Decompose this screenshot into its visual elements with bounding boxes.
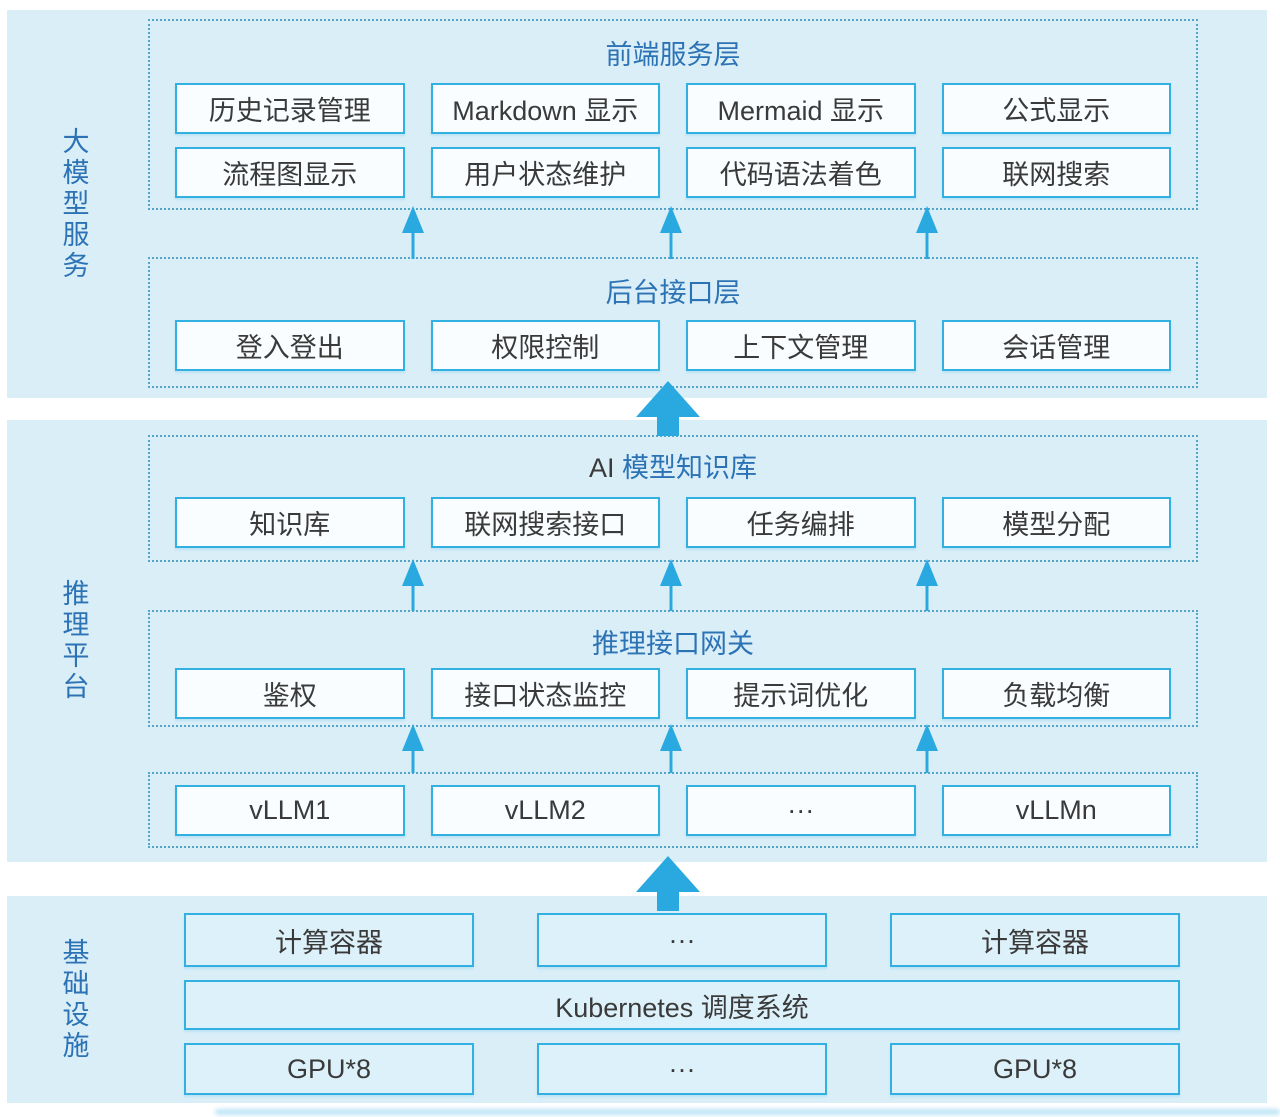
diagram-node-load-balancing: 负载均衡: [941, 668, 1171, 719]
section-label-llm-service: 大模型服务: [58, 126, 89, 282]
diagram-node-compute-ellipsis: ···: [537, 913, 827, 967]
up-arrow-icon: [401, 559, 425, 611]
node-row: Kubernetes 调度系统: [184, 980, 1180, 1030]
layer-title-text: 模型知识库: [622, 453, 757, 483]
layer-title-frontend: 前端服务层: [605, 40, 741, 70]
diagram-node-context-management: 上下文管理: [686, 320, 916, 371]
diagram-node-api-status-monitor: 接口状态监控: [430, 668, 660, 719]
diagram-node-web-search-api: 联网搜索接口: [430, 497, 660, 548]
diagram-node-session-management: 会话管理: [941, 320, 1171, 371]
node-row: 登入登出 权限控制 上下文管理 会话管理: [150, 320, 1196, 371]
layer-title-prefix: AI: [588, 453, 622, 483]
node-row: 鉴权 接口状态监控 提示词优化 负载均衡: [150, 668, 1196, 719]
diagram-node-authentication: 鉴权: [175, 668, 405, 719]
layer-title-knowledge: AI 模型知识库: [150, 447, 1196, 489]
big-up-arrow-icon: [636, 856, 700, 911]
diagram-node-vllm2: vLLM2: [430, 785, 660, 836]
node-row: 计算容器 ··· 计算容器: [184, 913, 1180, 967]
node-row: 流程图显示 用户状态维护 代码语法着色 联网搜索: [150, 147, 1196, 198]
up-arrow-icon: [915, 724, 939, 773]
diagram-node-history-management: 历史记录管理: [175, 83, 405, 134]
up-arrow-icon: [915, 206, 939, 259]
diagram-node-markdown-display: Markdown 显示: [430, 83, 660, 134]
diagram-node-permission-control: 权限控制: [430, 320, 660, 371]
diagram-node-task-orchestration: 任务编排: [686, 497, 916, 548]
up-arrow-icon: [401, 206, 425, 259]
layer-backend-api: 后台接口层 登入登出 权限控制 上下文管理 会话管理: [148, 257, 1198, 388]
diagram-node-model-allocation: 模型分配: [941, 497, 1171, 548]
section-infrastructure: 基础设施 计算容器 ··· 计算容器 Kubernetes 调度系统 GPU*8…: [7, 896, 1267, 1103]
diagram-node-prompt-optimization: 提示词优化: [686, 668, 916, 719]
diagram-node-gpu8-1: GPU*8: [184, 1043, 474, 1095]
diagram-node-vllm1: vLLM1: [175, 785, 405, 836]
diagram-node-gpu8-2: GPU*8: [890, 1043, 1180, 1095]
section-label-infrastructure: 基础设施: [58, 937, 89, 1062]
up-arrow-icon: [659, 724, 683, 773]
up-arrow-icon: [915, 559, 939, 611]
up-arrow-icon: [401, 724, 425, 773]
diagram-node-knowledge-base: 知识库: [175, 497, 405, 548]
node-row: 历史记录管理 Markdown 显示 Mermaid 显示 公式显示: [150, 83, 1196, 134]
layer-inference-gateway: 推理接口网关 鉴权 接口状态监控 提示词优化 负载均衡: [148, 610, 1198, 727]
node-row: 知识库 联网搜索接口 任务编排 模型分配: [150, 497, 1196, 548]
layer-title-backend: 后台接口层: [605, 278, 741, 308]
diagram-node-web-search: 联网搜索: [941, 147, 1171, 198]
layer-ai-knowledge-base: AI 模型知识库 知识库 联网搜索接口 任务编排 模型分配: [148, 435, 1198, 562]
big-up-arrow-icon: [636, 381, 700, 436]
layer-frontend-service: 前端服务层 历史记录管理 Markdown 显示 Mermaid 显示 公式显示…: [148, 19, 1198, 210]
diagram-node-gpu-ellipsis: ···: [537, 1043, 827, 1095]
section-label-inference-platform: 推理平台: [58, 579, 89, 703]
node-row: vLLM1 vLLM2 ··· vLLMn: [150, 785, 1196, 836]
diagram-node-user-state: 用户状态维护: [430, 147, 660, 198]
diagram-node-vllmn: vLLMn: [941, 785, 1171, 836]
layer-title-gateway: 推理接口网关: [592, 629, 754, 659]
diagram-node-mermaid-display: Mermaid 显示: [686, 83, 916, 134]
diagram-node-kubernetes-scheduler: Kubernetes 调度系统: [184, 980, 1180, 1030]
diagram-node-flowchart-display: 流程图显示: [175, 147, 405, 198]
diagram-node-compute-container-2: 计算容器: [890, 913, 1180, 967]
section-inference-platform: 推理平台 AI 模型知识库 知识库 联网搜索接口 任务编排 模型分配 推理接口网…: [7, 420, 1267, 862]
bottom-edge-artifact: [215, 1109, 1280, 1115]
diagram-node-vllm-ellipsis: ···: [686, 785, 916, 836]
layer-vllm-instances: vLLM1 vLLM2 ··· vLLMn: [148, 772, 1198, 848]
diagram-node-formula-display: 公式显示: [941, 83, 1171, 134]
section-llm-service: 大模型服务 前端服务层 历史记录管理 Markdown 显示 Mermaid 显…: [7, 10, 1267, 398]
diagram-node-login-logout: 登入登出: [175, 320, 405, 371]
diagram-node-code-highlight: 代码语法着色: [686, 147, 916, 198]
up-arrow-icon: [659, 206, 683, 259]
node-row: GPU*8 ··· GPU*8: [184, 1043, 1180, 1095]
up-arrow-icon: [659, 559, 683, 611]
diagram-node-compute-container-1: 计算容器: [184, 913, 474, 967]
